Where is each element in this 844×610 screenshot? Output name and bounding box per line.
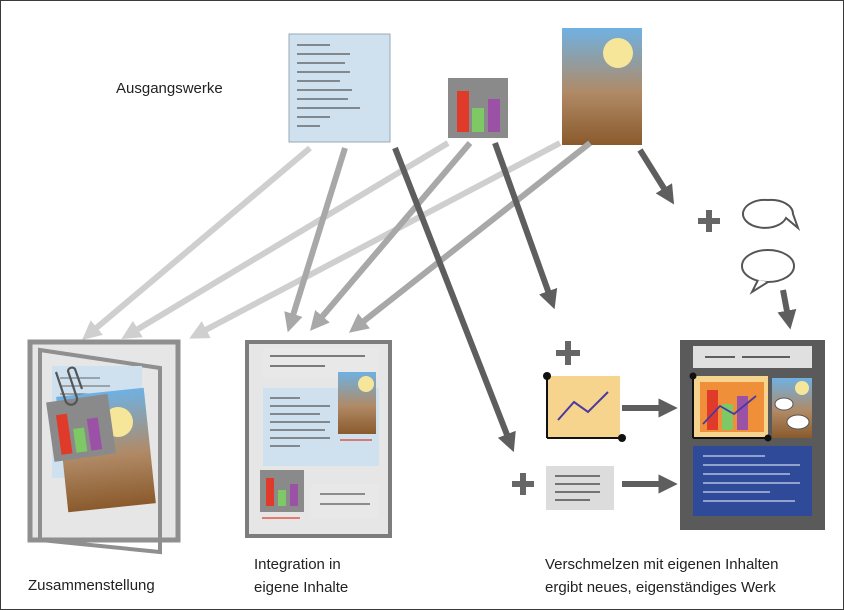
- label-merge-line2: ergibt neues, eigenständiges Werk: [545, 579, 776, 596]
- speech-bubble-icon: [741, 249, 795, 295]
- plus-icon: [512, 473, 534, 495]
- arrows-medium: [284, 140, 592, 333]
- source-photo: [562, 28, 642, 145]
- plus-icon: [698, 210, 720, 232]
- source-text-document: [288, 33, 391, 143]
- new-work-page: [680, 340, 825, 530]
- label-source-works: Ausgangswerke: [116, 80, 223, 97]
- line-chart-input: [543, 372, 626, 442]
- compilation-folder: [27, 339, 181, 555]
- text-block-input: [546, 466, 614, 510]
- label-integration-line2: eigene Inhalte: [254, 579, 349, 596]
- label-compilation: Zusammenstellung: [28, 577, 155, 594]
- speech-bubble-icon: [742, 198, 801, 232]
- integration-page: [245, 340, 392, 538]
- label-integration-line1: Integration in: [254, 556, 341, 573]
- paperclip-icon: [54, 366, 84, 406]
- source-bar-chart: [448, 78, 508, 138]
- arrows-light: [82, 140, 562, 340]
- plus-icon: [556, 341, 580, 365]
- label-merge-line1: Verschmelzen mit eigenen Inhalten: [545, 556, 779, 573]
- arrows-dark: [392, 141, 797, 494]
